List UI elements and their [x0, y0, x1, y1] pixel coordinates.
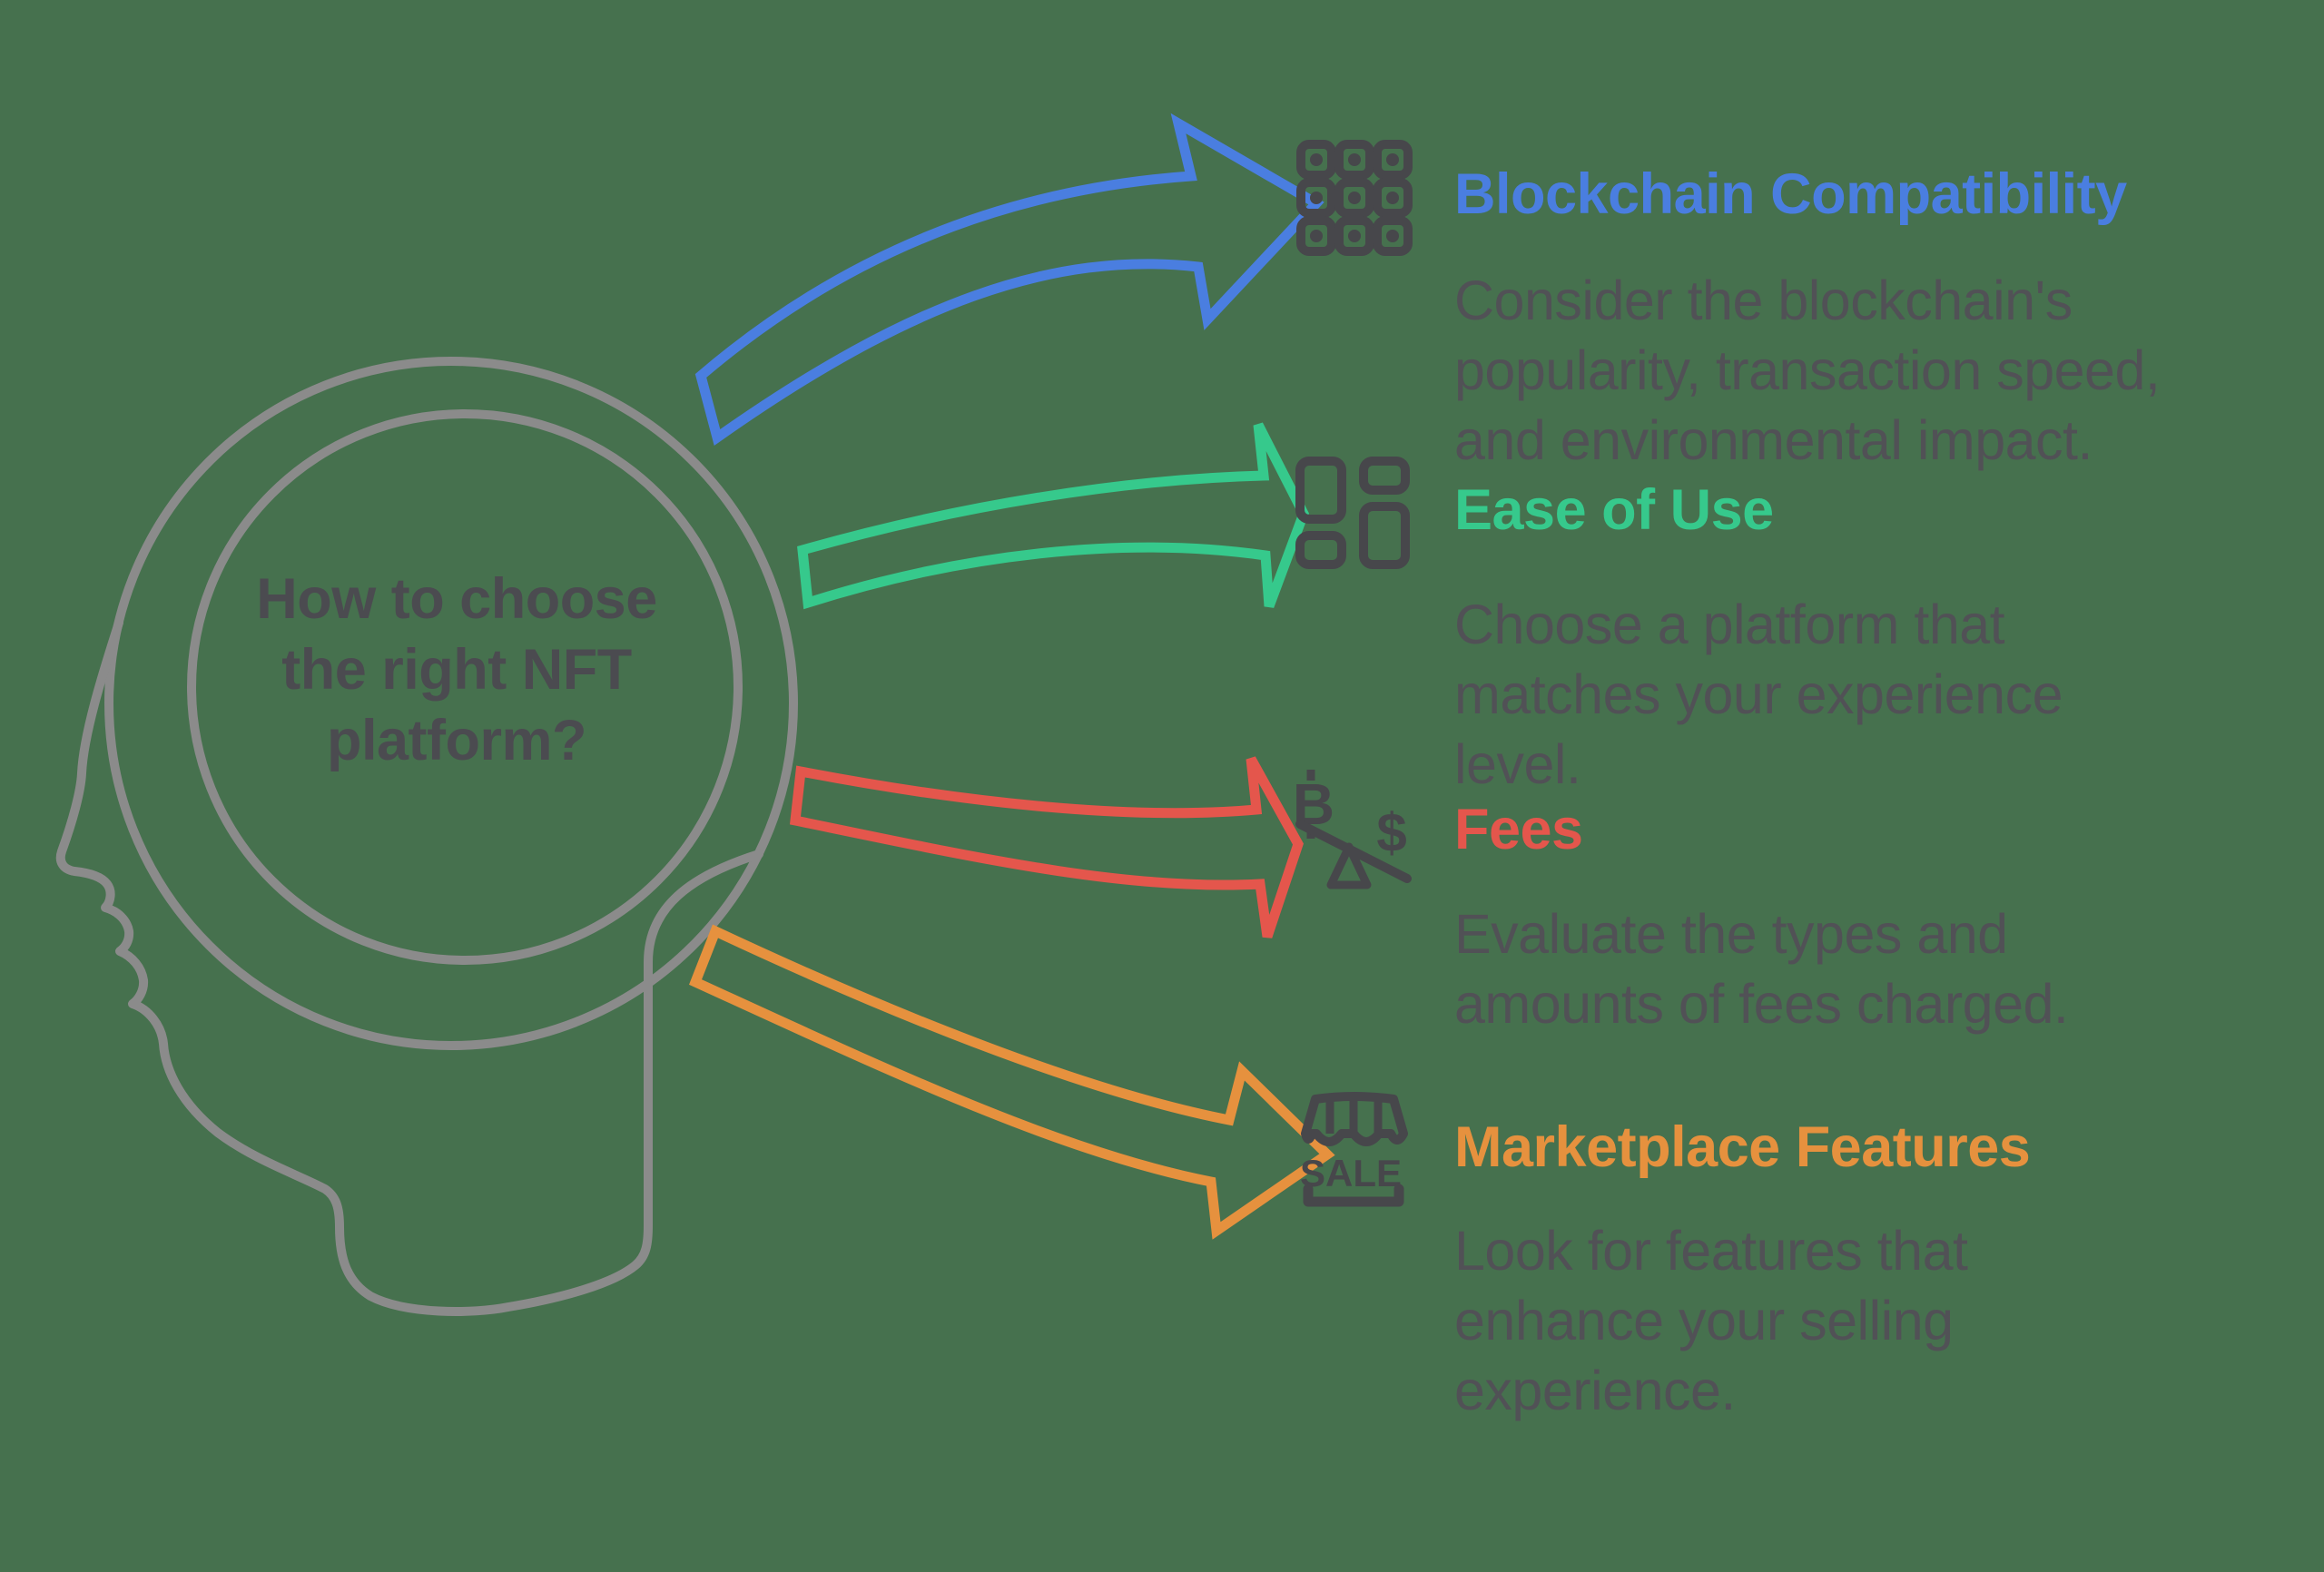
blockchain-grid-icon	[1296, 140, 1413, 256]
brain-circle	[187, 409, 743, 965]
arrow-marketplace	[688, 924, 1335, 1240]
arrows	[688, 113, 1335, 1240]
arrow-blockchain	[694, 113, 1324, 447]
awning-shape	[1301, 1092, 1408, 1146]
crypto-balance-icon: B $	[1293, 770, 1412, 889]
dollar-symbol: $	[1376, 802, 1406, 863]
arrow-fees	[789, 756, 1304, 938]
section-title-ease-of-use: Ease of Use	[1454, 478, 1774, 542]
section-desc-marketplace: Look for features that enhance your sell…	[1454, 1220, 1968, 1421]
head-cranium-circle	[104, 357, 798, 1050]
central-question: How to choose the right NFT platform?	[256, 567, 657, 772]
storefront-sale-icon: SALE	[1300, 1092, 1408, 1207]
sale-label: SALE	[1300, 1152, 1402, 1194]
section-title-marketplace: Marketplace Features	[1454, 1115, 2031, 1179]
section-title-blockchain: Blockchain Compatibility	[1454, 162, 2127, 226]
store-base	[1303, 1184, 1404, 1207]
dashboard-layout-icon	[1295, 457, 1410, 569]
section-desc-blockchain: Consider the blockchain's popularity, tr…	[1454, 270, 2161, 471]
section-desc-ease-of-use: Choose a platform that matches your expe…	[1454, 594, 2063, 795]
section-title-fees: Fees	[1454, 798, 1583, 861]
arrow-ease-of-use	[797, 422, 1309, 610]
thinking-head-illustration	[55, 357, 798, 1316]
seesaw-fulcrum	[1326, 842, 1372, 889]
face-profile-outline	[55, 618, 763, 1316]
section-desc-fees: Evaluate the types and amounts of fees c…	[1454, 903, 2069, 1035]
